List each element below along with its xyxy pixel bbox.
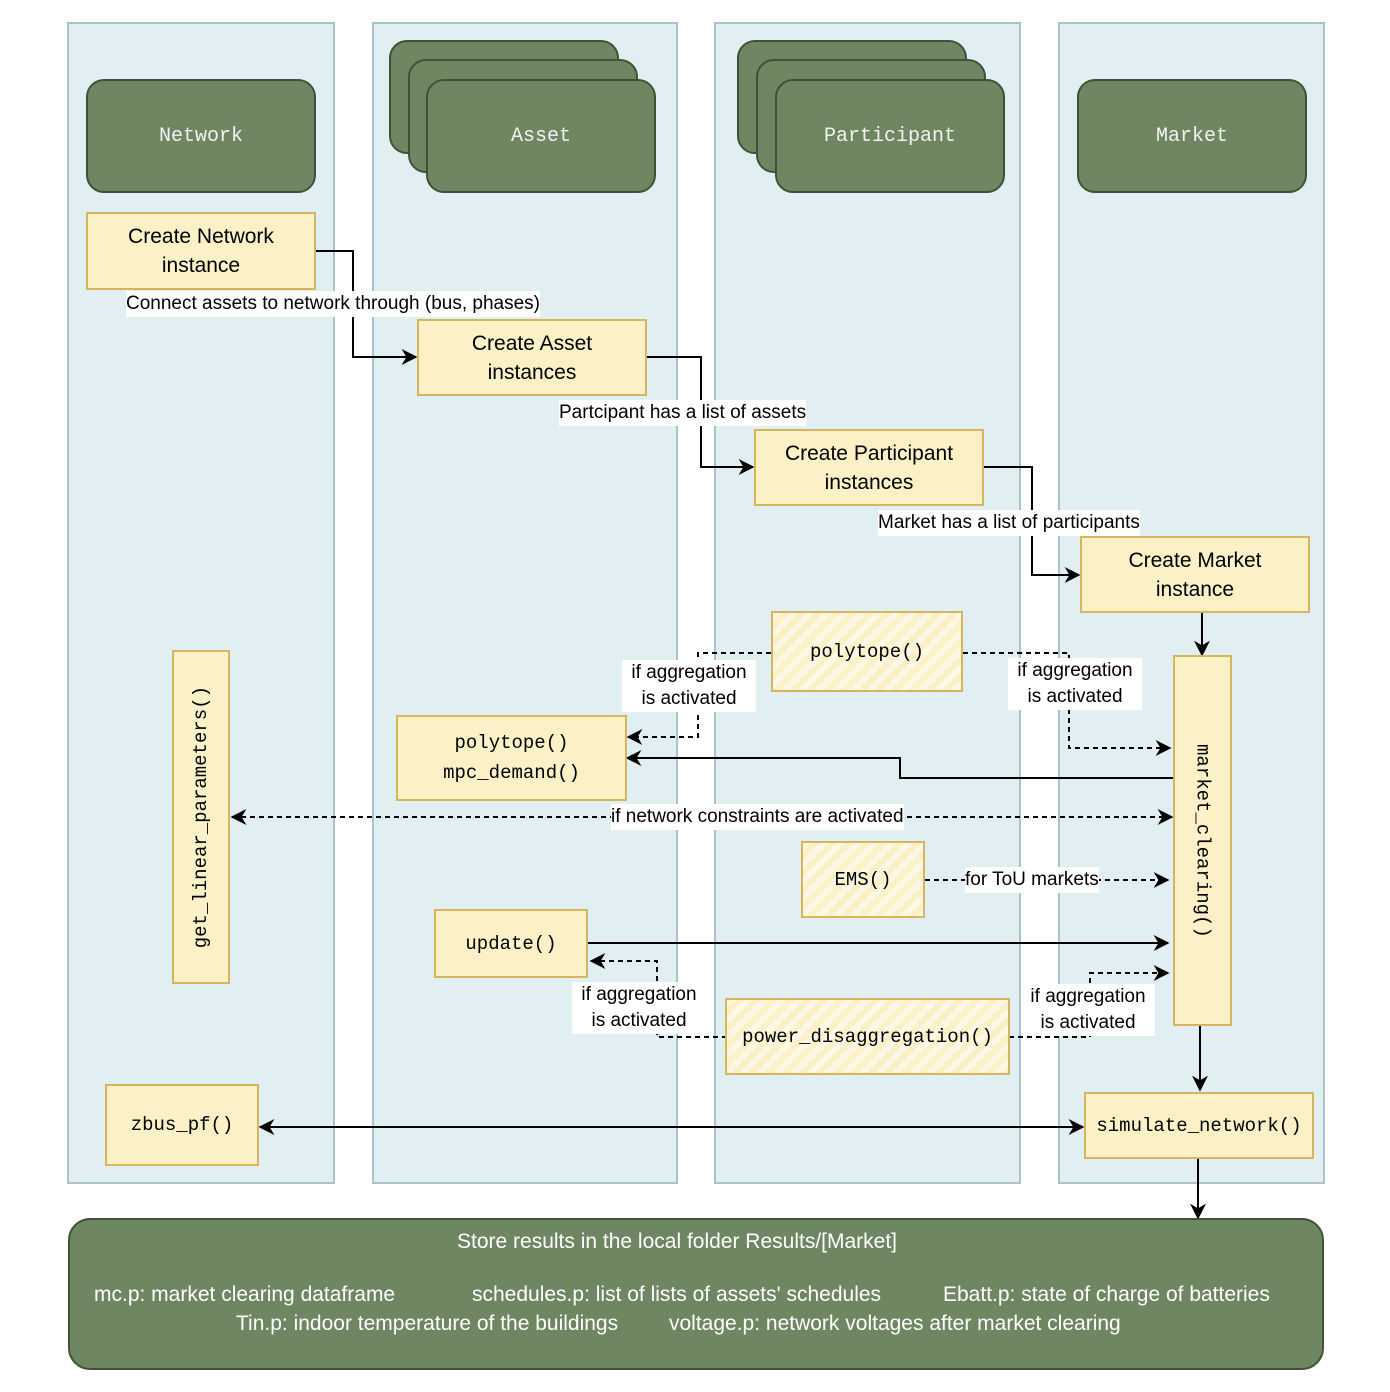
create-market-label: Create Market instance	[1128, 548, 1262, 601]
store-item-tin: Tin.p: indoor temperature of the buildin…	[236, 1312, 619, 1335]
polytope-participant-box: polytope()	[771, 611, 963, 692]
asset-mpc-demand-label: mpc_demand()	[443, 762, 580, 784]
arrow-clearing-to-asset	[625, 750, 1173, 779]
create-participant-box: Create Participant instances	[754, 429, 984, 506]
ems-label: EMS()	[834, 868, 892, 891]
power-disaggregation-box: power_disaggregation()	[725, 998, 1010, 1075]
polytope-participant-label: polytope()	[809, 640, 925, 663]
aggregation-label-clearing-polytope: if aggregation is activated	[1008, 658, 1142, 710]
market-header-label: Market	[1155, 124, 1228, 148]
aggregation-label-clearing-disaggregation: if aggregation is activated	[1021, 984, 1155, 1036]
aggregation-label-asset-polytope: if aggregation is activated	[622, 660, 756, 712]
get-linear-parameters-box: get_linear_parameters()	[172, 650, 230, 984]
network-constraints-label: if network constraints are activated	[611, 804, 904, 830]
ems-box: EMS()	[801, 841, 925, 918]
store-item-ebatt: Ebatt.p: state of charge of batteries	[943, 1283, 1270, 1306]
create-network-box: Create Network instance	[86, 212, 316, 290]
create-network-label: Create Network instance	[128, 225, 274, 277]
asset-functions-box: polytope() mpc_demand()	[396, 715, 627, 801]
results-store-box: Store results in the local folder Result…	[68, 1218, 1324, 1370]
create-participant-label: Create Participant instances	[784, 441, 954, 494]
store-title: Store results in the local folder Result…	[457, 1230, 898, 1253]
simulate-network-box: simulate_network()	[1084, 1092, 1314, 1159]
participant-assets-label: Partcipant has a list of assets	[559, 400, 807, 426]
get-linear-parameters-label: get_linear_parameters()	[190, 685, 212, 949]
update-label: update()	[465, 932, 557, 955]
asset-header: Asset	[426, 79, 656, 193]
aggregation-label-update: if aggregation is activated	[572, 982, 706, 1034]
market-clearing-label: market_clearing()	[1191, 743, 1214, 938]
store-item-voltage: voltage.p: network voltages after market…	[669, 1312, 1121, 1335]
store-item-schedules: schedules.p: list of lists of assets' sc…	[472, 1283, 882, 1306]
asset-header-label: Asset	[510, 124, 571, 148]
power-disaggregation-label: power_disaggregation()	[742, 1025, 993, 1048]
market-header: Market	[1077, 79, 1307, 193]
network-header: Network	[86, 79, 316, 193]
update-box: update()	[434, 909, 588, 978]
simulate-network-label: simulate_network()	[1096, 1114, 1302, 1137]
dashed-polytope-to-asset	[626, 652, 771, 745]
network-header-label: Network	[158, 124, 243, 148]
participant-header-label: Participant	[823, 124, 957, 148]
market-clearing-box: market_clearing()	[1173, 655, 1232, 1026]
create-asset-box: Create Asset instances	[417, 319, 647, 396]
connect-assets-label: Connect assets to network through (bus, …	[126, 291, 541, 317]
market-participants-label: Market has a list of participants	[878, 510, 1140, 536]
lane-participant	[714, 22, 1021, 1184]
tou-markets-label: for ToU markets	[965, 867, 1099, 893]
store-item-mc: mc.p: market clearing dataframe	[94, 1283, 396, 1306]
asset-polytope-label: polytope()	[454, 732, 569, 754]
create-market-box: Create Market instance	[1080, 536, 1310, 613]
participant-header: Participant	[775, 79, 1005, 193]
zbus-pf-label: zbus_pf()	[130, 1114, 234, 1136]
create-asset-label: Create Asset instances	[471, 331, 593, 384]
zbus-pf-box: zbus_pf()	[105, 1084, 259, 1166]
